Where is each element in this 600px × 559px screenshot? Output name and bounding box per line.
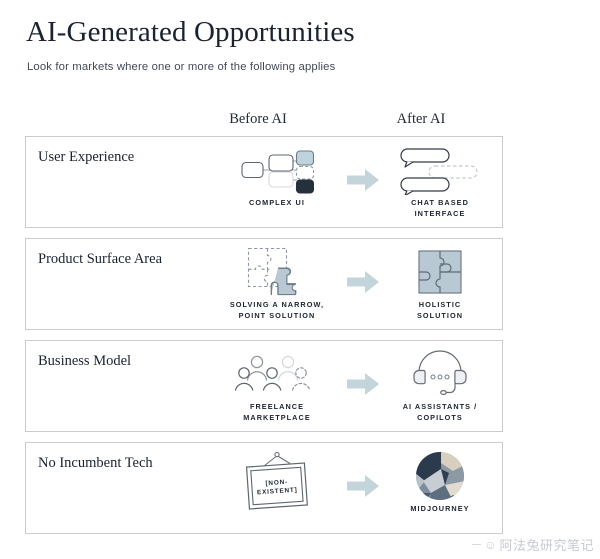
transition-arrow (343, 267, 383, 297)
opportunity-row-user-experience: User Experience (25, 136, 503, 228)
after-ai-cell: CHAT BASED INTERFACE (374, 143, 506, 223)
hanging-sign-icon: [NON- EXISTENT] (242, 449, 312, 513)
after-ai-caption: MIDJOURNEY (410, 504, 470, 513)
after-ai-caption: AI ASSISTANTS / COPILOTS (402, 402, 478, 422)
headset-icon (413, 347, 467, 401)
after-ai-cell: MIDJOURNEY (374, 449, 506, 529)
svg-text:EXISTENT]: EXISTENT] (257, 487, 298, 497)
column-header-after-ai: After AI (396, 111, 446, 127)
row-label: Business Model (38, 353, 132, 369)
after-ai-caption: CHAT BASED INTERFACE (411, 198, 469, 218)
watermark-emoji-icon: ☺ (484, 537, 497, 552)
opportunity-row-no-incumbent-tech: No Incumbent Tech [NON- EXISTENT] (25, 442, 503, 534)
before-ai-cell: FREELANCE MARKETPLACE (211, 347, 343, 427)
transition-arrow (343, 165, 383, 195)
page-subtitle: Look for markets where one or more of th… (27, 61, 336, 73)
watermark-text: 阿法兔研究笔记 (499, 539, 594, 554)
before-ai-caption: COMPLEX UI (249, 198, 305, 207)
before-ai-cell: [NON- EXISTENT] (211, 449, 343, 529)
complex-ui-boxes-icon (240, 143, 314, 197)
page-title: AI-Generated Opportunities (26, 16, 355, 48)
watermark: ☺ 阿法兔研究笔记 (472, 535, 594, 554)
transition-arrow (343, 471, 383, 501)
chat-bubbles-icon (397, 143, 483, 197)
row-label: No Incumbent Tech (38, 455, 153, 471)
opportunity-row-business-model: Business Model (25, 340, 503, 432)
svg-text:[NON-: [NON- (265, 479, 288, 488)
opportunity-row-product-surface-area: Product Surface Area SOLVING A NARROW, P… (25, 238, 503, 330)
row-label: User Experience (38, 149, 135, 165)
after-ai-cell: HOLISTIC SOLUTION (374, 245, 506, 325)
single-puzzle-piece-icon (246, 245, 308, 299)
watermark-dash (472, 544, 482, 545)
complete-puzzle-icon (417, 245, 463, 299)
people-group-icon (235, 347, 319, 401)
after-ai-caption: HOLISTIC SOLUTION (416, 300, 464, 320)
before-ai-caption: FREELANCE MARKETPLACE (243, 402, 311, 422)
before-ai-cell: SOLVING A NARROW, POINT SOLUTION (211, 245, 343, 325)
before-ai-caption: SOLVING A NARROW, POINT SOLUTION (229, 300, 325, 320)
midjourney-logo-icon (415, 449, 465, 503)
row-label: Product Surface Area (38, 251, 163, 267)
after-ai-cell: AI ASSISTANTS / COPILOTS (374, 347, 506, 427)
before-ai-cell: COMPLEX UI (211, 143, 343, 223)
column-header-before-ai: Before AI (229, 111, 287, 127)
transition-arrow (343, 369, 383, 399)
